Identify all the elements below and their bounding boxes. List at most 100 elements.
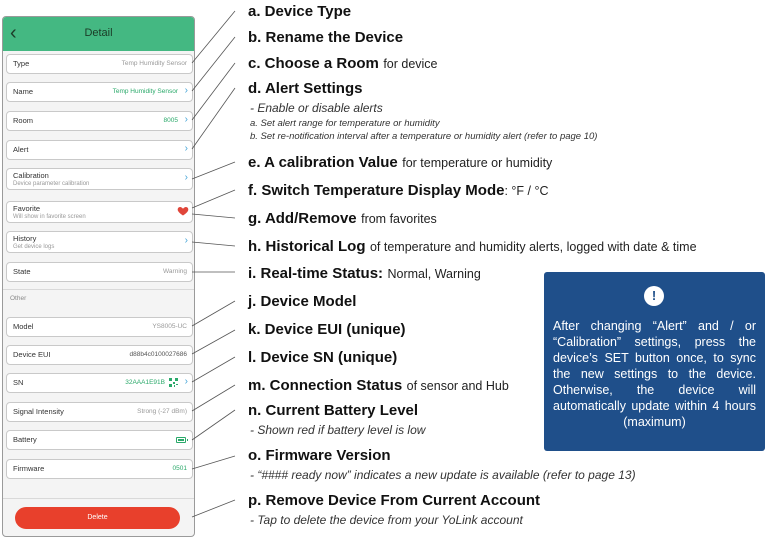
- callout-h: h. Historical Log of temperature and hum…: [248, 238, 697, 256]
- callout-d-sub1: a. Set alert range for temperature or hu…: [250, 118, 440, 129]
- divider: [3, 498, 194, 499]
- row-label: Favorite: [13, 204, 41, 213]
- row-calibration[interactable]: Calibration Device parameter calibration…: [6, 168, 193, 190]
- row-label: Name: [13, 87, 34, 96]
- row-signal-intensity: Signal Intensity Strong (-27 dBm): [6, 402, 193, 422]
- chevron-right-icon: ›: [184, 235, 188, 246]
- chevron-right-icon: ›: [184, 85, 188, 96]
- delete-button[interactable]: Delete: [15, 507, 180, 529]
- row-label: Model: [13, 322, 34, 331]
- callout-title: a. Device Type: [248, 3, 352, 20]
- callout-i: i. Real-time Status: Normal, Warning: [248, 265, 481, 283]
- callout-desc: for device: [383, 57, 438, 71]
- row-label: State: [13, 267, 31, 276]
- row-state: State Warning: [6, 262, 193, 282]
- callout-title: g. Add/Remove: [248, 210, 357, 227]
- callout-desc: from favorites: [361, 212, 437, 226]
- chevron-right-icon: ›: [184, 114, 188, 125]
- row-firmware: Firmware 0501: [6, 459, 193, 479]
- chevron-right-icon: ›: [184, 376, 188, 387]
- phone-screen: ‹ Detail Type Temp Humidity Sensor Name …: [2, 16, 195, 537]
- callout-title: l. Device SN (unique): [248, 349, 398, 366]
- row-label: Alert: [13, 145, 29, 154]
- callout-m: m. Connection Status of sensor and Hub: [248, 377, 509, 395]
- callout-l: l. Device SN (unique): [248, 349, 397, 367]
- callout-title: f. Switch Temperature Display Mode: [248, 182, 505, 199]
- row-name[interactable]: Name Temp Humidity Sensor ›: [6, 82, 193, 102]
- row-label: Battery: [13, 435, 37, 444]
- chevron-right-icon: ›: [184, 143, 188, 154]
- callout-desc: of sensor and Hub: [406, 379, 509, 393]
- row-value: Temp Humidity Sensor: [121, 60, 187, 67]
- qr-code-icon[interactable]: [169, 378, 178, 387]
- row-value: Strong (-27 dBm): [137, 408, 187, 415]
- callout-p: p. Remove Device From Current Account: [248, 492, 540, 510]
- callout-title: j. Device Model: [248, 293, 357, 310]
- callout-e: e. A calibration Value for temperature o…: [248, 154, 552, 172]
- row-device-eui: Device EUI d88b4c0100027686: [6, 345, 193, 365]
- row-value: Warning: [163, 268, 187, 275]
- row-label: Type: [13, 59, 30, 68]
- row-label: Room: [13, 116, 34, 125]
- callout-title: i. Real-time Status:: [248, 265, 384, 282]
- row-value: 32AAA1E91B: [125, 379, 165, 386]
- row-value: Temp Humidity Sensor: [112, 88, 178, 95]
- chevron-right-icon: ›: [184, 172, 188, 183]
- row-value: 0501: [172, 465, 187, 472]
- callout-p-note: - Tap to delete the device from your YoL…: [250, 513, 523, 527]
- row-room[interactable]: Room 8005 ›: [6, 111, 193, 131]
- battery-icon: [176, 437, 188, 443]
- callout-d: d. Alert Settings: [248, 80, 362, 98]
- callout-g: g. Add/Remove from favorites: [248, 210, 437, 228]
- row-history[interactable]: History Get device logs ›: [6, 231, 193, 253]
- heart-icon[interactable]: [177, 205, 189, 217]
- row-type: Type Temp Humidity Sensor: [6, 54, 193, 74]
- callout-title: b. Rename the Device: [248, 29, 404, 46]
- callout-title: k. Device EUI (unique): [248, 321, 406, 338]
- row-value: 8005: [163, 117, 178, 124]
- callout-title: c. Choose a Room: [248, 55, 379, 72]
- callout-k: k. Device EUI (unique): [248, 321, 406, 339]
- row-alert[interactable]: Alert ›: [6, 140, 193, 160]
- callout-o-note: - “#### ready now” indicates a new updat…: [250, 468, 636, 482]
- row-label: Firmware: [13, 464, 45, 473]
- page-title: Detail: [84, 27, 113, 39]
- row-label: Signal Intensity: [13, 407, 64, 416]
- detail-header: ‹ Detail: [3, 17, 194, 51]
- callout-title: o. Firmware Version: [248, 447, 391, 464]
- callout-title: p. Remove Device From Current Account: [248, 492, 541, 509]
- callout-c: c. Choose a Room for device: [248, 55, 438, 73]
- callout-b: b. Rename the Device: [248, 29, 403, 47]
- row-sub: Get device logs: [13, 244, 55, 250]
- callout-title: h. Historical Log: [248, 238, 366, 255]
- callout-desc: for temperature or humidity: [402, 156, 553, 170]
- row-label: SN: [13, 378, 24, 387]
- callout-desc: Normal, Warning: [387, 267, 481, 281]
- callout-d-note: - Enable or disable alerts: [250, 101, 383, 115]
- callout-title: n. Current Battery Level: [248, 402, 419, 419]
- callout-n-note: - Shown red if battery level is low: [250, 423, 426, 437]
- row-value: d88b4c0100027686: [129, 351, 187, 358]
- callout-desc: of temperature and humidity alerts, logg…: [369, 240, 697, 254]
- row-model: Model YS8005-UC: [6, 317, 193, 337]
- callout-title: m. Connection Status: [248, 377, 403, 394]
- row-sn[interactable]: SN 32AAA1E91B ›: [6, 373, 193, 393]
- callout-d-sub2: b. Set re-notification interval after a …: [250, 131, 598, 142]
- callout-a: a. Device Type: [248, 3, 351, 21]
- row-favorite[interactable]: Favorite Will show in favorite screen: [6, 201, 193, 223]
- exclamation-icon: !: [644, 286, 664, 306]
- divider: [3, 289, 194, 290]
- row-battery: Battery: [6, 430, 193, 450]
- info-text: After changing “Alert” and / or “Calibra…: [553, 319, 756, 429]
- callout-desc: : °F / °C: [504, 184, 549, 198]
- callout-title: d. Alert Settings: [248, 80, 363, 97]
- back-arrow-icon[interactable]: ‹: [10, 22, 17, 44]
- row-label: Device EUI: [13, 350, 51, 359]
- row-label: History: [13, 234, 37, 243]
- row-sub: Will show in favorite screen: [13, 214, 86, 220]
- callout-f: f. Switch Temperature Display Mode: °F /…: [248, 182, 548, 200]
- row-value: YS8005-UC: [152, 323, 187, 330]
- callout-j: j. Device Model: [248, 293, 356, 311]
- row-label: Calibration: [13, 171, 49, 180]
- info-box: ! After changing “Alert” and / or “Calib…: [544, 272, 765, 451]
